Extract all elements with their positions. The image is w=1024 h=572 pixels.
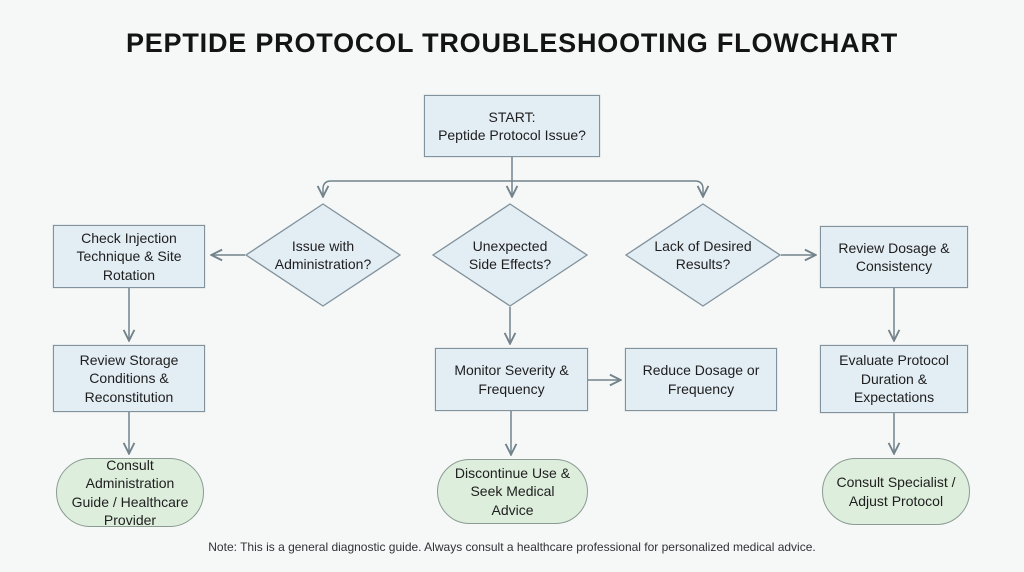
review-dosage-node: Review Dosage & Consistency — [820, 226, 968, 288]
decision-results-label: Lack of Desired Results? — [654, 237, 752, 272]
monitor-severity-label: Monitor Severity & Frequency — [454, 362, 569, 397]
decision-administration: Issue with Administration? — [245, 203, 401, 307]
page-title: PEPTIDE PROTOCOL TROUBLESHOOTING FLOWCHA… — [125, 28, 899, 58]
diamond-shape — [245, 203, 401, 307]
start-node: START: Peptide Protocol Issue? — [424, 95, 600, 157]
diamond-shape — [625, 203, 781, 307]
evaluate-protocol-label: Evaluate Protocol Duration & Expectation… — [839, 352, 949, 406]
check-injection-node: Check Injection Technique & Site Rotatio… — [53, 225, 205, 288]
review-dosage-label: Review Dosage & Consistency — [838, 239, 950, 274]
evaluate-protocol-node: Evaluate Protocol Duration & Expectation… — [820, 345, 968, 413]
reduce-dosage-node: Reduce Dosage or Frequency — [625, 348, 777, 411]
consult-specialist-label: Consult Specialist / Adjust Protocol — [836, 474, 956, 509]
consult-admin-guide-node: Consult Administration Guide / Healthcar… — [56, 456, 204, 528]
consult-admin-guide-label: Consult Administration Guide / Healthcar… — [71, 456, 189, 528]
diamond-shape — [432, 203, 588, 307]
consult-specialist-node: Consult Specialist / Adjust Protocol — [822, 458, 970, 525]
decision-administration-label: Issue with Administration? — [274, 237, 372, 272]
check-injection-label: Check Injection Technique & Site Rotatio… — [76, 229, 182, 283]
reduce-dosage-label: Reduce Dosage or Frequency — [642, 362, 760, 397]
decision-side-effects: Unexpected Side Effects? — [432, 203, 588, 307]
review-storage-node: Review Storage Conditions & Reconstituti… — [53, 345, 205, 412]
start-node-label: START: Peptide Protocol Issue? — [438, 108, 586, 143]
monitor-severity-node: Monitor Severity & Frequency — [435, 348, 588, 411]
decision-results: Lack of Desired Results? — [625, 203, 781, 307]
disclaimer-note: Note: This is a general diagnostic guide… — [208, 540, 816, 554]
discontinue-use-label: Discontinue Use & Seek Medical Advice — [454, 464, 571, 518]
review-storage-label: Review Storage Conditions & Reconstituti… — [79, 351, 179, 405]
decision-side-effects-label: Unexpected Side Effects? — [468, 237, 552, 272]
discontinue-use-node: Discontinue Use & Seek Medical Advice — [437, 459, 588, 524]
